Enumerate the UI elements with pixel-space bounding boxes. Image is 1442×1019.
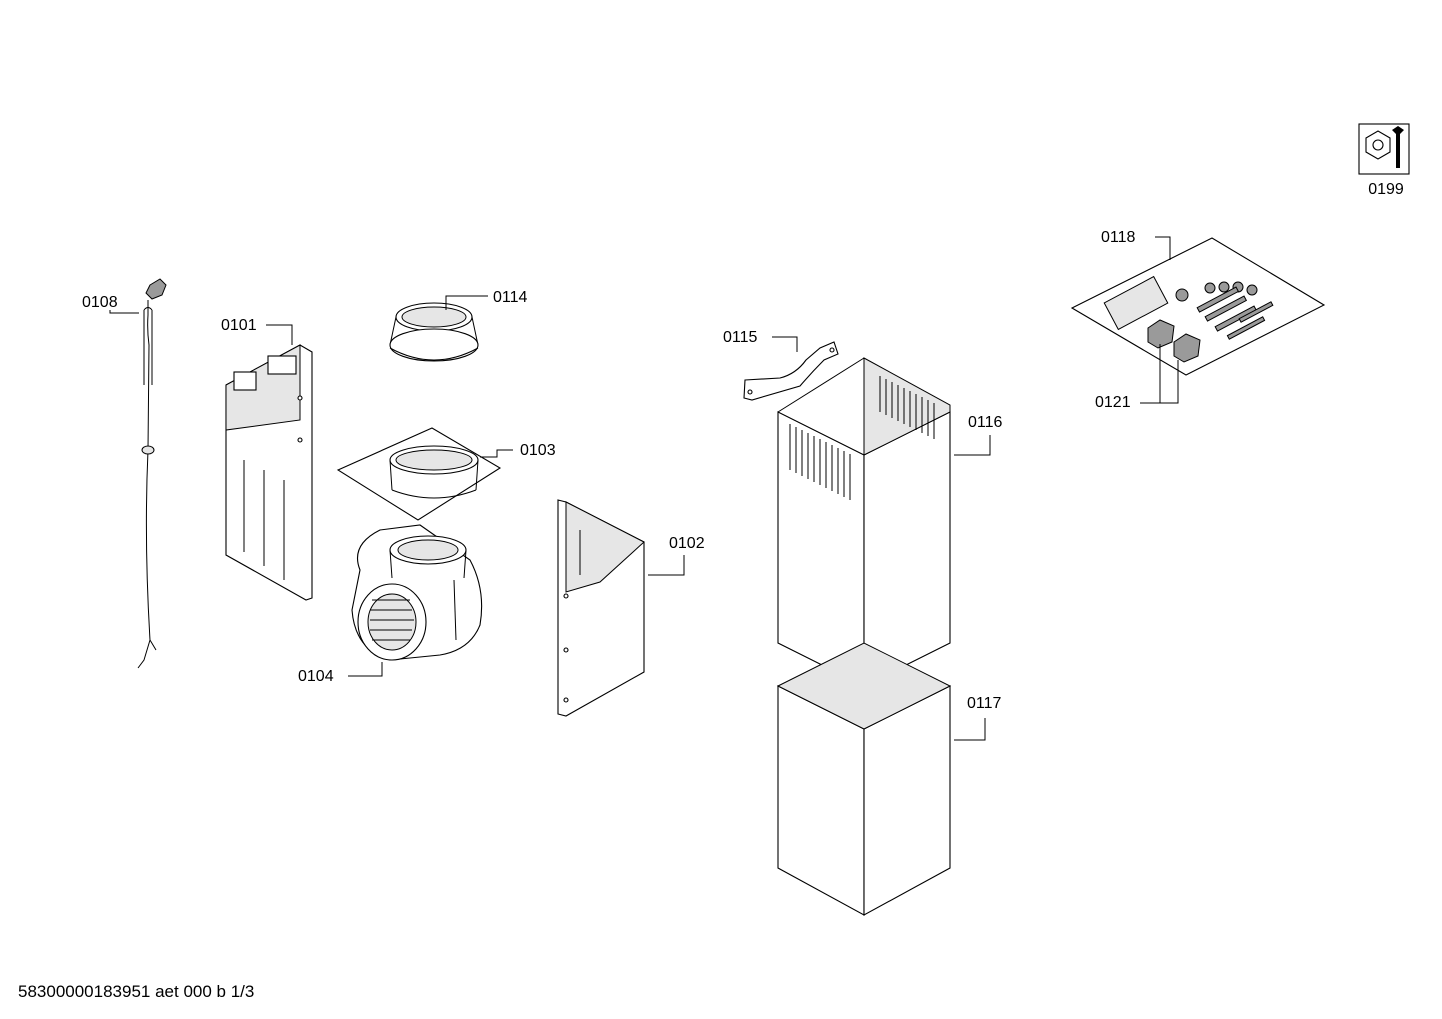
callout-label-0115: 0115 [723,329,758,346]
chimney-bracket-part [743,341,839,401]
front-panel-part [557,499,645,717]
callout-label-0121: 0121 [1095,394,1131,411]
lower-chimney-part [776,642,952,916]
leader-line-0101 [266,324,293,345]
leader-line-0108 [109,310,139,314]
document-id: 58300000183951 aet 000 b 1/3 [18,982,255,1001]
callout-label-0114: 0114 [493,289,528,306]
leader-line-0114 [445,295,488,310]
callout-label-0102: 0102 [669,535,705,552]
mounting-plate-part [336,427,502,521]
callout-label-0108: 0108 [82,294,118,311]
leader-line-0117 [954,718,986,741]
callout-label-0103: 0103 [520,442,556,459]
hardware-bag-part [1070,237,1326,376]
leader-line-0115 [772,336,798,352]
callout-label-0101: 0101 [221,317,257,334]
blower-motor-part [351,524,483,661]
callout-label-0104: 0104 [298,668,334,685]
control-knobs-part [1147,319,1201,363]
leader-line-0102 [648,555,685,576]
callout-label-0117: 0117 [967,695,1002,712]
wrench-nut-icon [1358,123,1410,175]
leader-line-0116 [954,435,991,456]
callout-label-0116: 0116 [968,414,1003,431]
power-cord-part [137,278,167,669]
callout-label-0118: 0118 [1101,229,1136,246]
leader-line-0118 [1155,236,1171,260]
leader-line-0121 [1140,344,1179,404]
leader-line-0103 [480,449,513,458]
back-panel-part [225,344,313,601]
upper-chimney-part [777,357,951,687]
leader-line-0104 [348,662,383,677]
duct-ring-part [389,302,479,362]
callout-label-0199: 0199 [1368,181,1404,198]
